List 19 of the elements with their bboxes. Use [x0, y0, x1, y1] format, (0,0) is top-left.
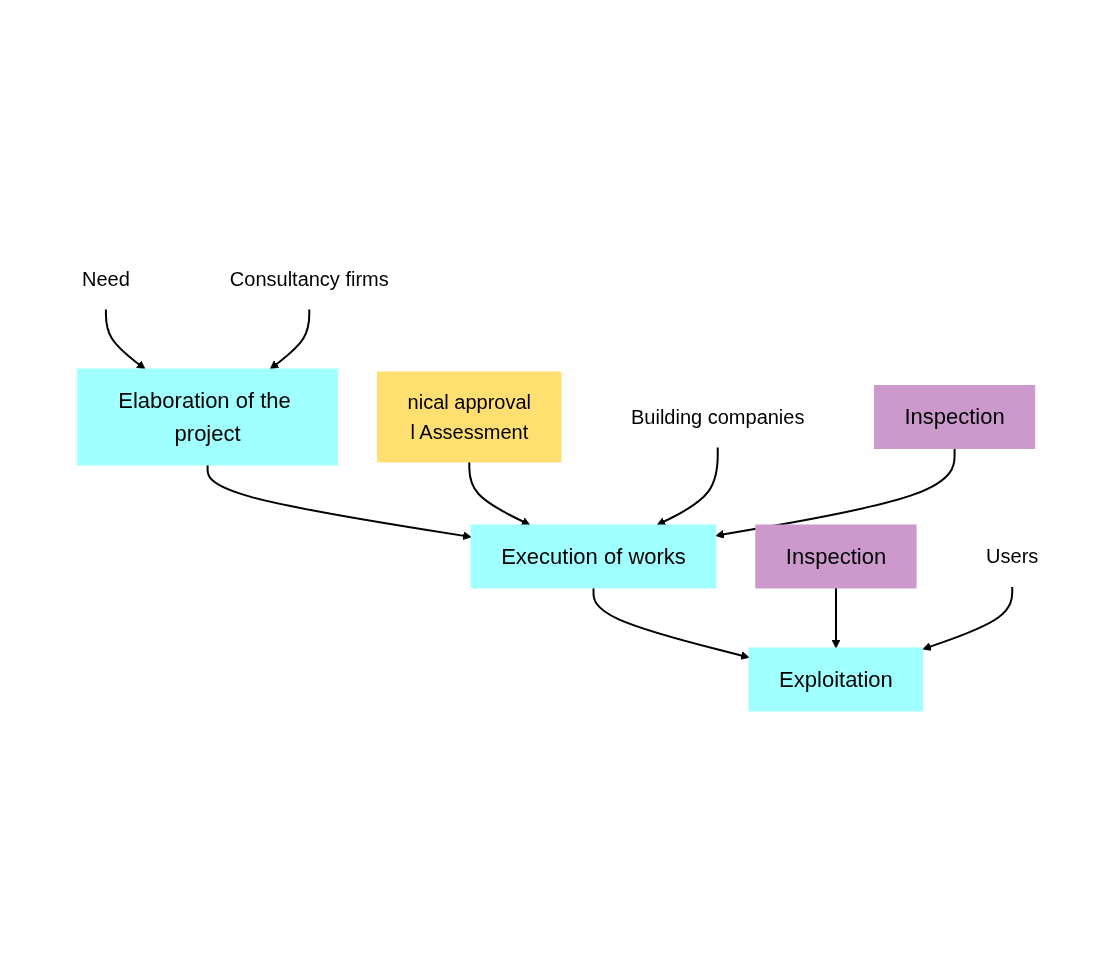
arrow	[206, 464, 472, 541]
node-text: Need	[81, 268, 130, 290]
arrow	[468, 461, 531, 526]
arrow	[269, 308, 311, 370]
arrow	[656, 446, 719, 526]
node-box: Elaboration of the project	[76, 368, 338, 466]
node-box: Inspection	[873, 385, 1036, 449]
node-text: Consultancy firms	[229, 268, 389, 290]
node-box: Exploitation	[748, 647, 924, 712]
node-text: Users	[985, 545, 1039, 568]
arrow	[831, 587, 841, 649]
node-box: Execution of works	[470, 524, 717, 589]
arrow	[715, 447, 956, 539]
arrow	[922, 585, 1014, 651]
node-box: nical approval l Assessment	[376, 371, 562, 463]
node-text: Building companies	[630, 405, 805, 428]
node-box: Inspection	[755, 524, 917, 589]
arrow	[592, 587, 750, 660]
arrow	[104, 308, 146, 370]
